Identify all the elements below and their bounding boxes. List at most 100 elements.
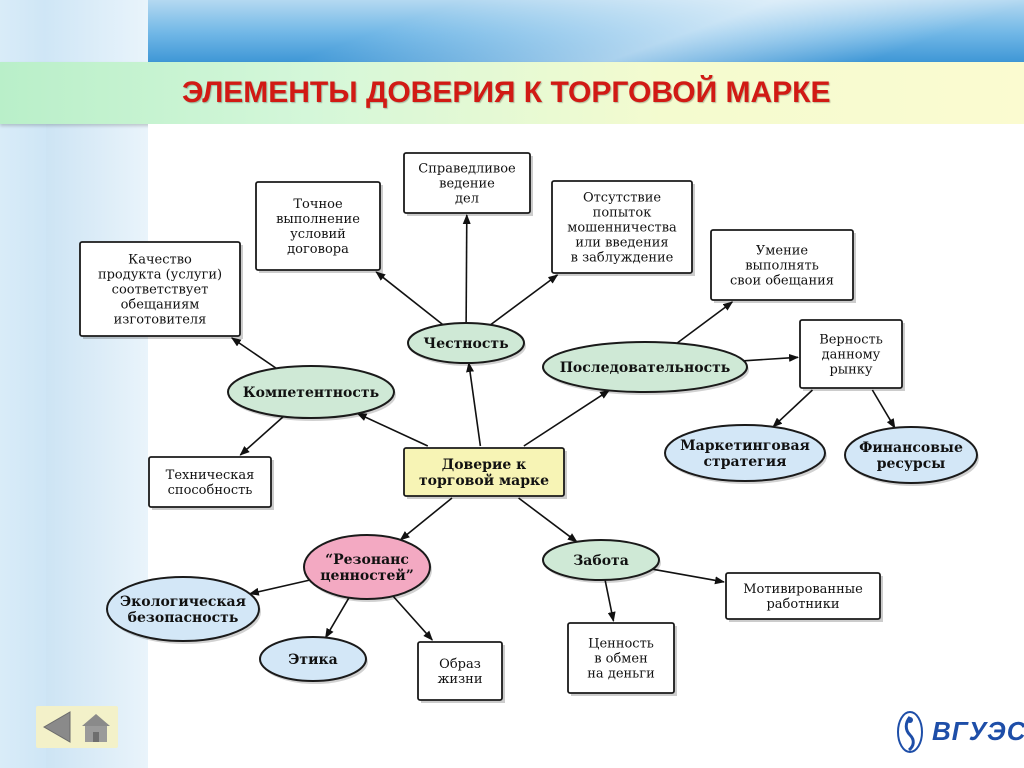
node-label: торговой марке — [419, 472, 549, 489]
node-label: договора — [287, 242, 349, 257]
node-shape — [227, 365, 395, 419]
node-consistency: Последовательность — [542, 341, 749, 395]
node-honesty: Честность — [407, 322, 526, 366]
edge-consistency-to-market-loyalty — [743, 353, 799, 362]
node-label: данному — [822, 348, 881, 363]
node-label: ведение — [439, 177, 495, 192]
node-label: работники — [766, 597, 839, 612]
edge-center-to-care — [518, 497, 578, 543]
node-label: Ценность — [588, 637, 654, 652]
edge-center-to-honesty — [466, 361, 482, 447]
node-label: изготовителя — [114, 313, 207, 328]
edge-values-to-ethics — [324, 597, 350, 639]
node-shape — [664, 424, 826, 482]
node-label: Забота — [573, 553, 629, 569]
node-label: продукта (услуги) — [98, 268, 222, 283]
edge-center-to-values — [399, 497, 453, 541]
node-label: рынку — [829, 363, 872, 378]
node-label: Точное — [293, 197, 343, 212]
node-shape — [403, 447, 565, 497]
home-icon[interactable] — [82, 714, 110, 742]
edge-market-loyalty-to-marketing-strategy — [772, 389, 814, 428]
node-label: жизни — [437, 672, 482, 687]
node-shape — [259, 636, 367, 682]
node-shape — [303, 534, 431, 600]
node-shape — [844, 426, 978, 484]
edge-honesty-to-no-fraud — [489, 274, 559, 326]
node-shape — [710, 229, 854, 301]
logo-text: ВГУЭС — [932, 716, 1024, 746]
node-shape — [148, 456, 272, 508]
edge-center-to-competence — [356, 412, 429, 447]
edges-layer — [231, 214, 896, 641]
header-swoosh — [150, 0, 1024, 62]
node-label: Доверие к — [442, 457, 527, 473]
edge-values-to-lifestyle — [392, 595, 433, 641]
logo-emblem-icon — [897, 711, 923, 753]
edge-honesty-to-contract-terms — [375, 271, 444, 326]
edge-honesty-to-fair-dealing — [462, 214, 471, 324]
node-ethics: Этика — [259, 636, 368, 684]
node-label: выполнение — [276, 212, 360, 227]
node-shape — [255, 181, 381, 271]
node-shape — [542, 341, 748, 393]
node-competence: Компетентность — [227, 365, 396, 421]
node-label: соответствует — [112, 283, 209, 298]
node-label: Маркетинговая — [680, 438, 810, 454]
node-label: стратегия — [704, 454, 787, 470]
node-label: или введения — [575, 236, 668, 251]
back-arrow-icon[interactable] — [42, 711, 71, 743]
node-label: выполнять — [745, 259, 819, 274]
node-label: безопасность — [128, 610, 239, 626]
edge-market-loyalty-to-financial-resources — [871, 389, 896, 429]
node-care: Забота — [542, 539, 661, 583]
node-label: в обмен — [594, 652, 648, 667]
node-shape — [403, 152, 531, 214]
node-label: Справедливое — [418, 162, 516, 177]
node-label: Умение — [756, 244, 809, 259]
node-label: Техническая — [166, 468, 255, 483]
node-label: Последовательность — [560, 360, 731, 376]
node-label: ресурсы — [877, 456, 946, 472]
node-shape — [725, 572, 881, 620]
node-label: Честность — [423, 336, 508, 352]
university-logo — [892, 708, 1004, 756]
edge-consistency-to-keep-promises — [676, 301, 734, 344]
left-decor-inner — [46, 62, 150, 768]
title-band — [0, 62, 1024, 124]
node-label: способность — [168, 483, 253, 498]
node-shape — [407, 322, 525, 364]
slide-title: ЭЛЕМЕНТЫ ДОВЕРИЯ К ТОРГОВОЙ МАРКЕ — [182, 76, 831, 109]
node-label: “Резонанс — [325, 552, 409, 568]
node-shape — [542, 539, 660, 581]
node-label: мошенничества — [567, 221, 677, 236]
node-label: дел — [455, 192, 479, 207]
edge-competence-to-quality — [231, 337, 277, 370]
node-label: ценностей” — [320, 567, 414, 584]
node-label: попыток — [593, 206, 652, 221]
node-shape — [79, 241, 241, 337]
slide-navigation — [36, 706, 118, 748]
node-label: Верность — [819, 333, 883, 348]
edge-values-to-ecology — [248, 579, 310, 596]
edge-care-to-motivated-staff — [652, 568, 725, 585]
node-label: Финансовые — [859, 440, 963, 456]
edge-center-to-consistency — [523, 389, 610, 447]
node-label: обещаниям — [121, 298, 200, 313]
node-label: Мотивированные — [743, 582, 863, 597]
node-shape — [799, 319, 903, 389]
